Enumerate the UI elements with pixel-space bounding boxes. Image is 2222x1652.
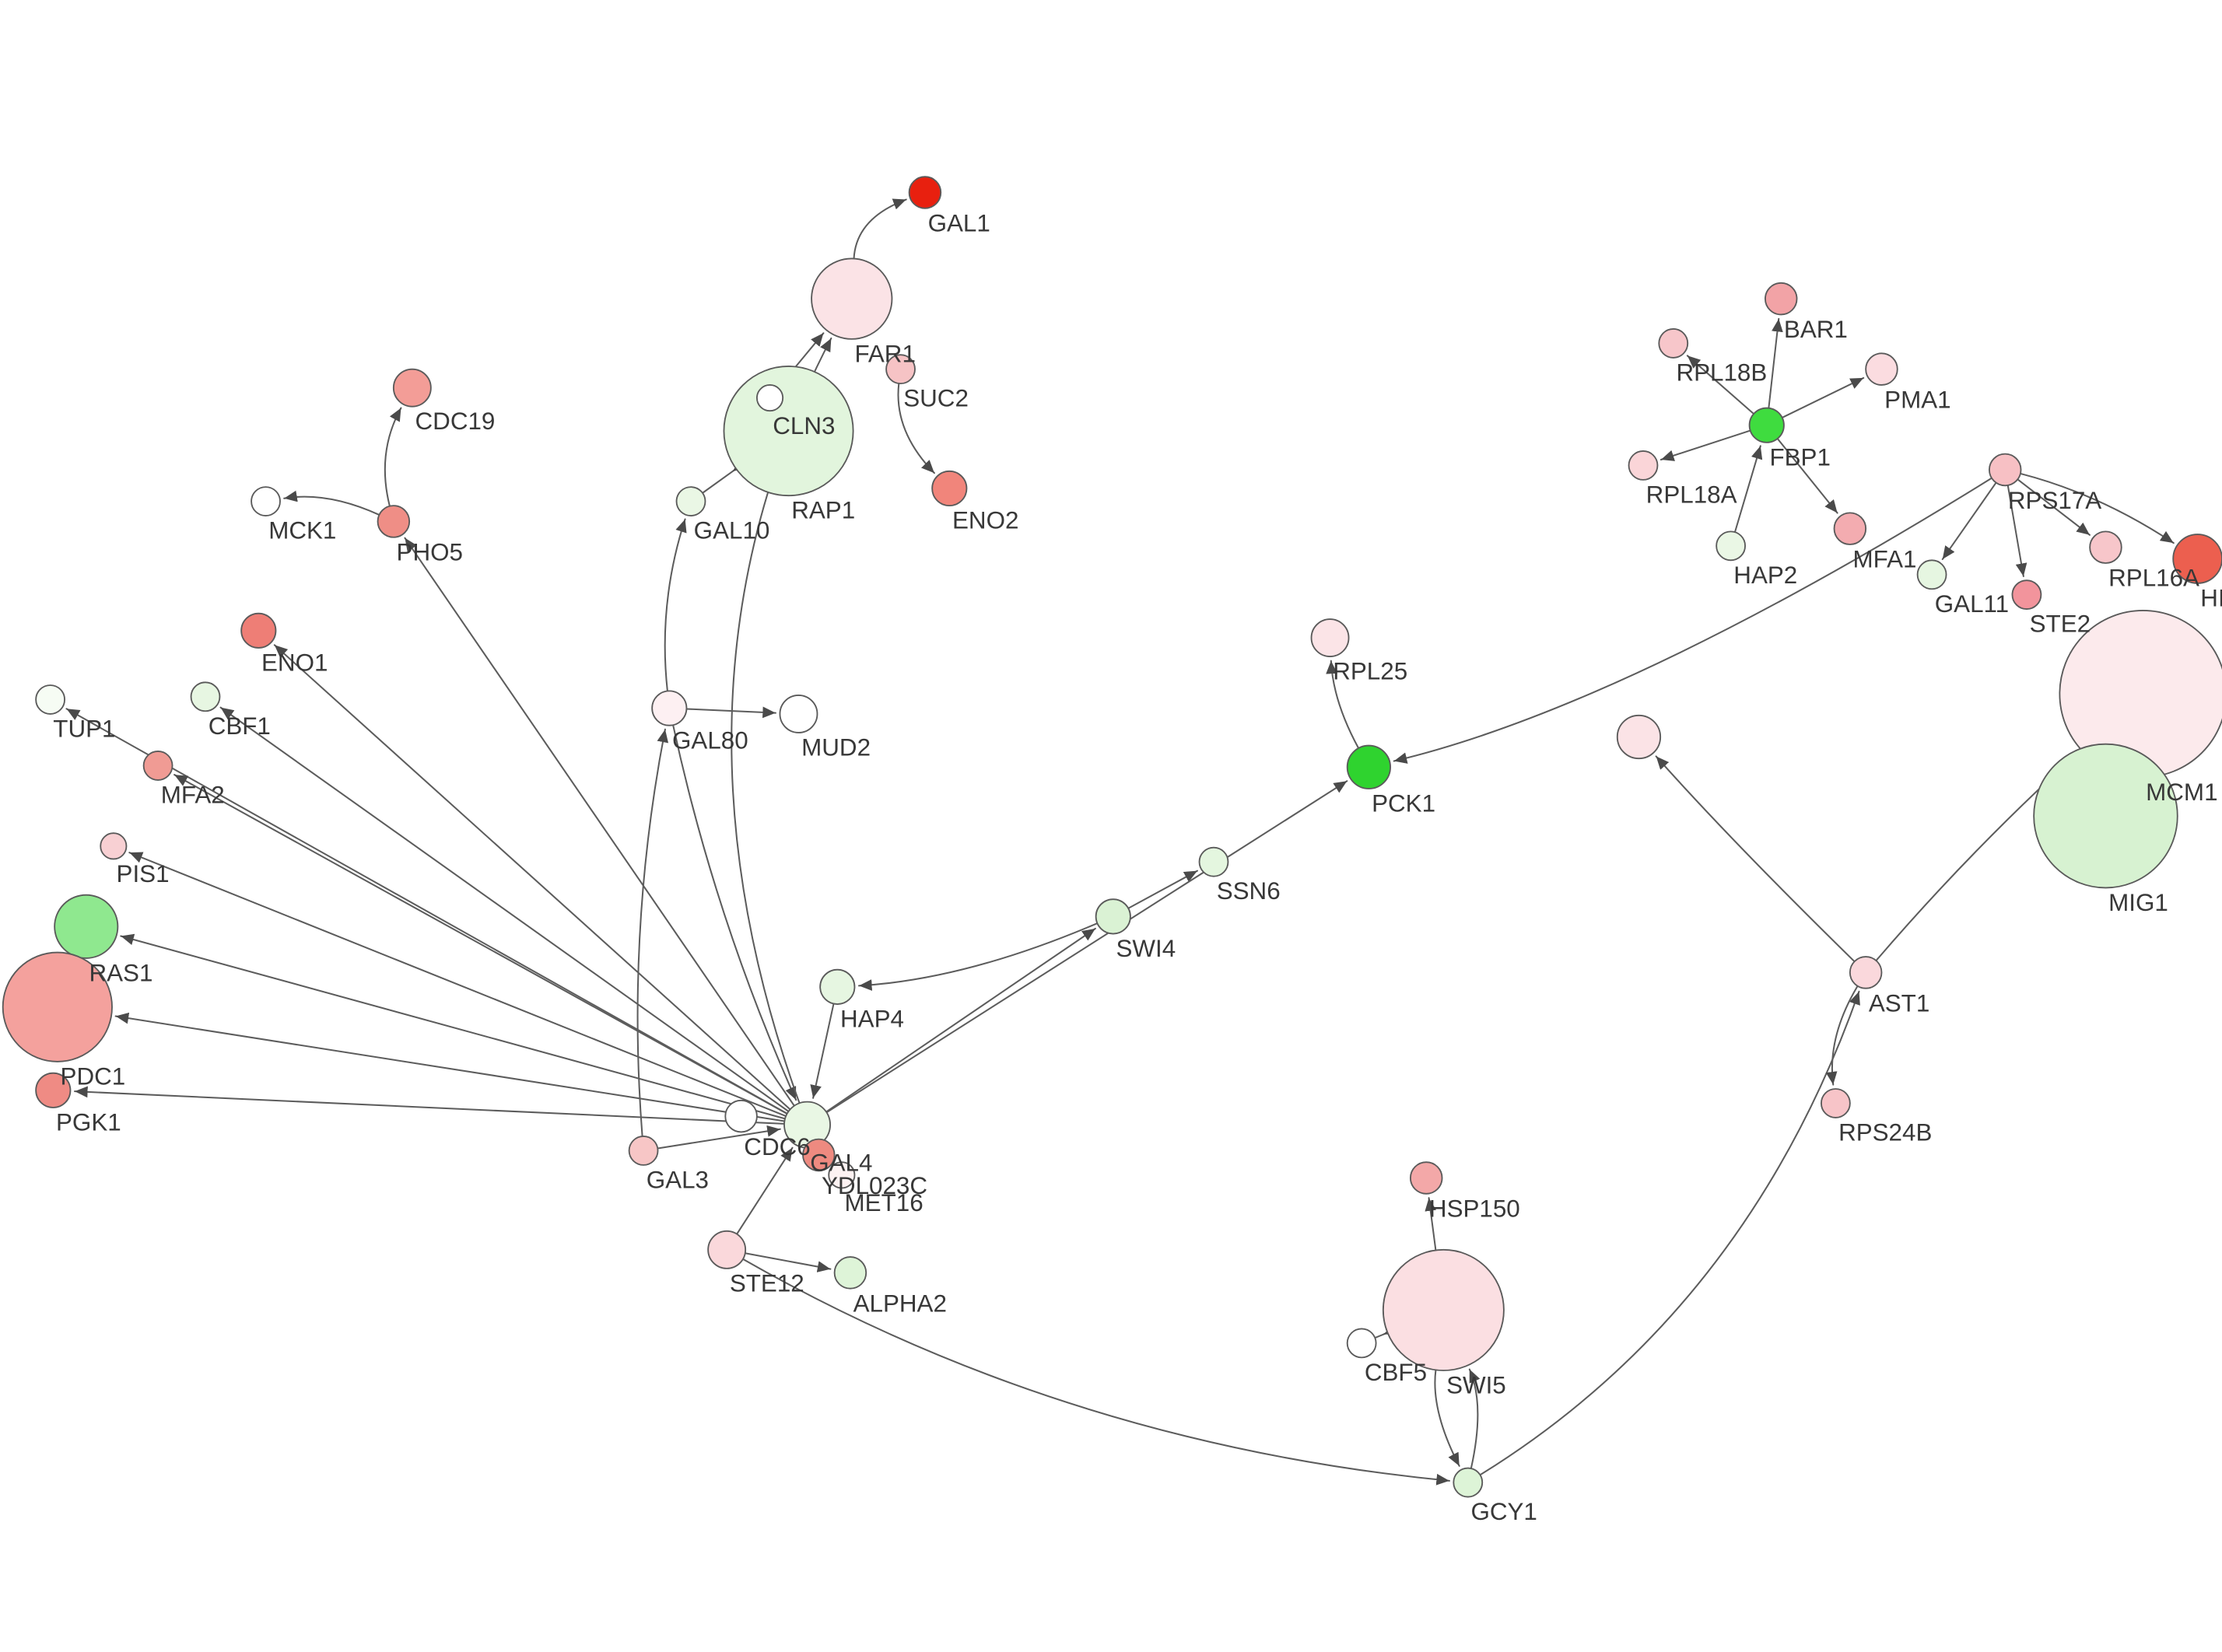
edge-GAL4-CBF1[interactable] — [219, 706, 790, 1113]
edge-GAL4-MFA2[interactable] — [173, 774, 788, 1115]
edge-GAL4-PCK1[interactable] — [825, 780, 1348, 1114]
node-RPL18A[interactable] — [1628, 450, 1659, 481]
node-RAS1[interactable] — [54, 894, 119, 959]
node-ENO1[interactable] — [240, 612, 277, 649]
edge-FBP1-MFA1[interactable] — [1776, 437, 1838, 514]
node-FBP1[interactable] — [1748, 407, 1785, 443]
node-MCK1[interactable] — [251, 486, 281, 516]
node-MIG1[interactable] — [2033, 743, 2178, 889]
node-YDL023C[interactable] — [802, 1138, 836, 1172]
edge-GCY1-AST1[interactable] — [1479, 990, 1860, 1476]
edge-GAL3-GAL80[interactable] — [636, 728, 669, 1137]
node-MUD2[interactable] — [779, 695, 818, 733]
node-HAP4[interactable] — [819, 968, 856, 1005]
node-GAL3[interactable] — [628, 1136, 659, 1166]
edge-SWI5-HSP150[interactable] — [1425, 1197, 1437, 1251]
node-ENO2[interactable] — [931, 470, 968, 507]
node-BAR1[interactable] — [1765, 282, 1798, 316]
node-PDC1[interactable] — [2, 951, 113, 1062]
node-GAL80[interactable] — [651, 690, 688, 726]
edge-FBP1-BAR1[interactable] — [1768, 317, 1783, 409]
node-CDC6[interactable] — [724, 1099, 758, 1133]
edge-STE12-GCY1[interactable] — [742, 1258, 1450, 1486]
node-RPL25[interactable] — [1310, 618, 1350, 657]
node-ALPHA2[interactable] — [833, 1256, 867, 1290]
edge-HAP4-GAL4[interactable] — [810, 1003, 835, 1099]
node-PCK1[interactable] — [1346, 744, 1391, 789]
edge-GAL4-PIS1[interactable] — [128, 852, 787, 1118]
edge-RPS17A-STE2[interactable] — [2006, 484, 2027, 578]
edge-GAL4-RAS1[interactable] — [120, 933, 787, 1120]
edge-RPS17A-RPL16A[interactable] — [2017, 478, 2091, 536]
node-SWI5[interactable] — [1382, 1248, 1505, 1371]
node-SUC2[interactable] — [885, 354, 916, 385]
node-RPL18B[interactable] — [1658, 328, 1689, 359]
node-GAL10[interactable] — [675, 486, 706, 516]
edge-SWI5-GCY1[interactable] — [1434, 1369, 1460, 1467]
edge-GAL10-RAP1[interactable] — [701, 459, 747, 494]
node-MFA1[interactable] — [1833, 512, 1867, 545]
node-MFA2[interactable] — [142, 751, 173, 781]
edge-RPS17A-GAL11[interactable] — [1941, 481, 1997, 561]
edge-FAR1-GAL1[interactable] — [853, 198, 907, 260]
edge-FBP1-PMA1[interactable] — [1781, 376, 1865, 418]
node-MET16[interactable] — [828, 1161, 856, 1189]
node-STE2[interactable] — [2011, 579, 2042, 611]
edge-PHO5-CDC19[interactable] — [384, 407, 402, 507]
edge-SWI4-HAP4[interactable] — [857, 922, 1099, 991]
edge-GAL80-GAL10[interactable] — [664, 518, 687, 692]
edge-SUC2-ENO2[interactable] — [897, 382, 935, 474]
edge-GAL4-ENO1[interactable] — [273, 644, 791, 1111]
node-CBF1[interactable] — [190, 681, 221, 712]
edge-RPS17A-HIS4[interactable] — [2019, 472, 2175, 544]
edge-SWI4-SSN6[interactable] — [1127, 870, 1198, 909]
node-PMA1[interactable] — [1865, 352, 1898, 386]
node-GAL11[interactable] — [1916, 559, 1947, 590]
edge-STE12-GAL4[interactable] — [736, 1146, 794, 1235]
node-UNK1[interactable] — [1616, 714, 1662, 760]
node-CDC19[interactable] — [392, 368, 432, 408]
node-PIS1[interactable] — [100, 832, 128, 860]
edge-GAL3-GAL4[interactable] — [657, 1125, 781, 1150]
node-RAP1[interactable] — [723, 366, 854, 497]
edge-GAL4-SWI4[interactable] — [825, 927, 1096, 1113]
edge-FBP1-RPL18A[interactable] — [1659, 429, 1751, 461]
edge-GCY1-SWI5[interactable] — [1468, 1368, 1481, 1469]
node-GCY1[interactable] — [1453, 1467, 1484, 1498]
node-HSP150[interactable] — [1410, 1161, 1443, 1195]
edge-PCK1-RPL25[interactable] — [1326, 660, 1360, 749]
edge-FBP1-RPL18B[interactable] — [1686, 355, 1755, 415]
edge-AST1-RPS24B[interactable] — [1825, 985, 1859, 1086]
edge-PHO5-MCK1[interactable] — [283, 490, 380, 516]
node-TUP1[interactable] — [35, 684, 65, 715]
node-HAP2[interactable] — [1716, 530, 1746, 562]
nodes-layer — [2, 176, 2222, 1498]
node-CBF5[interactable] — [1346, 1328, 1377, 1359]
node-FAR1[interactable] — [811, 257, 893, 340]
node-GAL1[interactable] — [908, 176, 942, 209]
node-AST1[interactable] — [1849, 956, 1883, 989]
edge-STE12-ALPHA2[interactable] — [744, 1252, 832, 1272]
edge-RPS17A-PCK1[interactable] — [1393, 477, 1993, 764]
edge-GAL4-PHO5[interactable] — [404, 537, 795, 1107]
node-HIS4[interactable] — [2172, 534, 2222, 584]
node-STE12[interactable] — [707, 1230, 747, 1269]
edge-AST1-UNK1[interactable] — [1655, 755, 1856, 963]
node-RPS17A[interactable] — [1989, 453, 2022, 487]
node-RPL16A[interactable] — [2089, 530, 2122, 564]
edge-HAP2-FBP1[interactable] — [1733, 445, 1763, 534]
edge-GAL80-GAL4[interactable] — [672, 724, 797, 1101]
node-SSN6[interactable] — [1198, 846, 1229, 877]
edge-GAL4-PDC1[interactable] — [114, 1012, 786, 1122]
node-RPS24B[interactable] — [1821, 1088, 1851, 1118]
node-CLN3[interactable] — [756, 384, 784, 412]
node-PGK1[interactable] — [35, 1072, 72, 1108]
edge-GAL4-PGK1[interactable] — [73, 1086, 786, 1125]
node-PHO5[interactable] — [377, 505, 411, 538]
node-SWI4[interactable] — [1095, 898, 1131, 935]
